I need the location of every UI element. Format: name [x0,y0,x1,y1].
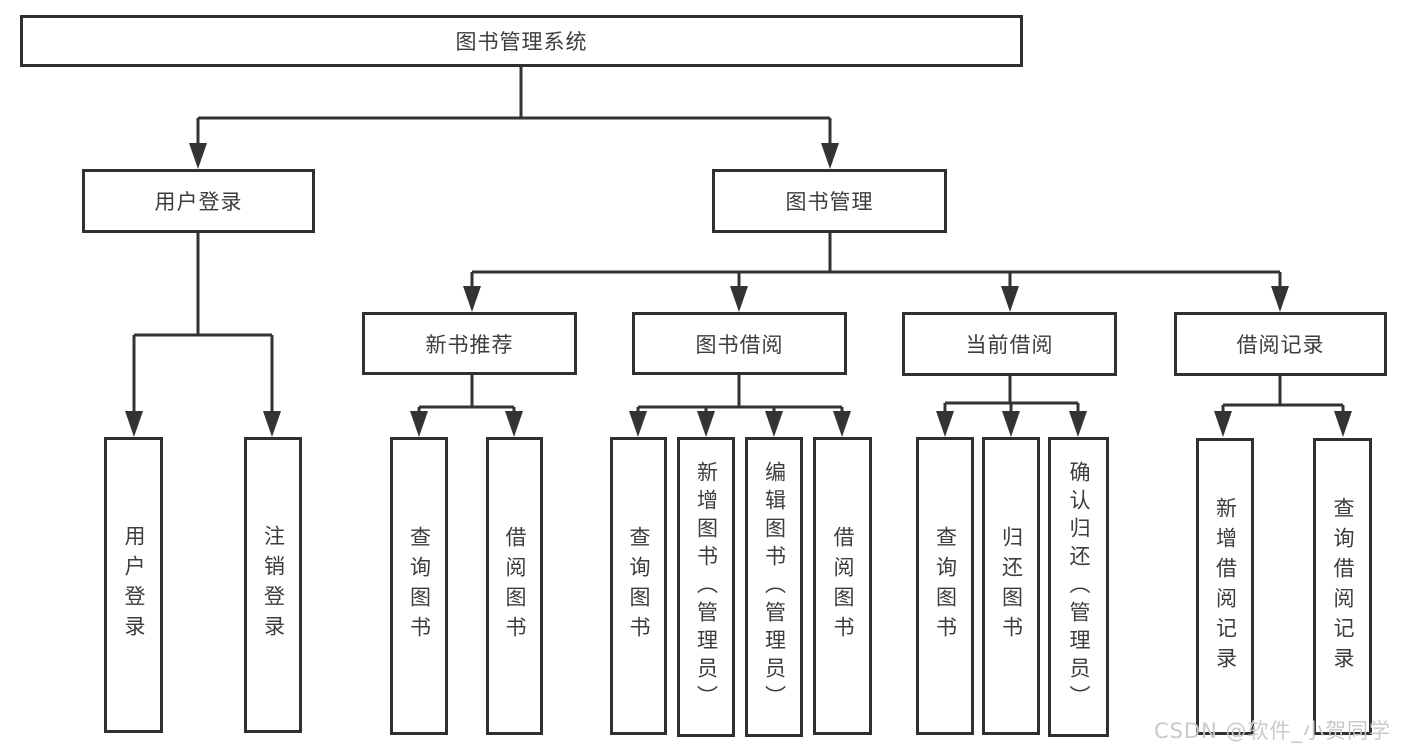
node-current-borrowing: 当前借阅 [902,312,1117,376]
node-label: 新增图书（管理员） [694,461,719,713]
node-label: 当前借阅 [965,333,1054,357]
node-label: 用户登录 [154,190,243,214]
leaf-user-login: 用户登录 [104,437,163,733]
leaf-query-books-recommend: 查询图书 [390,437,448,735]
node-borrowing-records: 借阅记录 [1174,312,1387,376]
node-label: 注销登录 [261,525,286,645]
leaf-edit-books-admin: 编辑图书（管理员） [745,437,803,737]
node-label: 查询图书 [407,526,432,646]
node-label: 查询借阅记录 [1331,496,1355,677]
node-label: 编辑图书（管理员） [762,461,787,713]
connector-newbooks-to-leaves [410,375,523,437]
node-user-login: 用户登录 [82,169,315,233]
node-label: 图书管理系统 [455,30,588,54]
leaf-query-books-borrow: 查询图书 [610,437,667,735]
leaf-add-books-admin: 新增图书（管理员） [677,437,735,737]
leaf-borrow-books: 借阅图书 [813,437,872,735]
leaf-query-books-current: 查询图书 [916,437,974,735]
connector-borrowrecords-to-leaves [1214,376,1352,437]
leaf-add-borrow-record: 新增借阅记录 [1196,438,1254,735]
leaf-query-borrow-record: 查询借阅记录 [1313,438,1372,735]
csdn-watermark: CSDN @软件_小贺同学 [1153,719,1391,743]
connector-bookborrow-to-leaves [629,375,851,437]
node-book-management: 图书管理 [712,169,947,233]
leaf-logout: 注销登录 [244,437,302,733]
leaf-return-books: 归还图书 [982,437,1040,735]
node-label: 归还图书 [999,526,1024,646]
node-label: 借阅记录 [1236,333,1325,357]
node-label: 借阅图书 [831,526,855,646]
leaf-borrow-books-recommend: 借阅图书 [486,437,543,735]
node-label: 图书管理 [785,190,874,214]
node-label: 查询图书 [627,526,651,646]
connector-currentborrow-to-leaves [936,376,1087,437]
node-book-borrowing: 图书借阅 [632,312,847,375]
node-label: 图书借阅 [695,332,784,357]
node-new-book-recommendation: 新书推荐 [362,312,577,375]
connector-bookmgmt-to-level3 [463,233,1289,312]
leaf-confirm-return-admin: 确认归还（管理员） [1048,437,1109,737]
node-label: 查询图书 [933,526,958,646]
node-library-management-system: 图书管理系统 [20,15,1023,67]
node-label: 借阅图书 [503,526,527,646]
node-label: 新增借阅记录 [1213,496,1238,677]
connector-userlogin-to-leaves [125,233,281,437]
node-label: 用户登录 [122,525,146,645]
connector-root-to-level2 [189,67,839,169]
node-label: 确认归还（管理员） [1067,461,1091,713]
node-label: 新书推荐 [425,332,514,357]
